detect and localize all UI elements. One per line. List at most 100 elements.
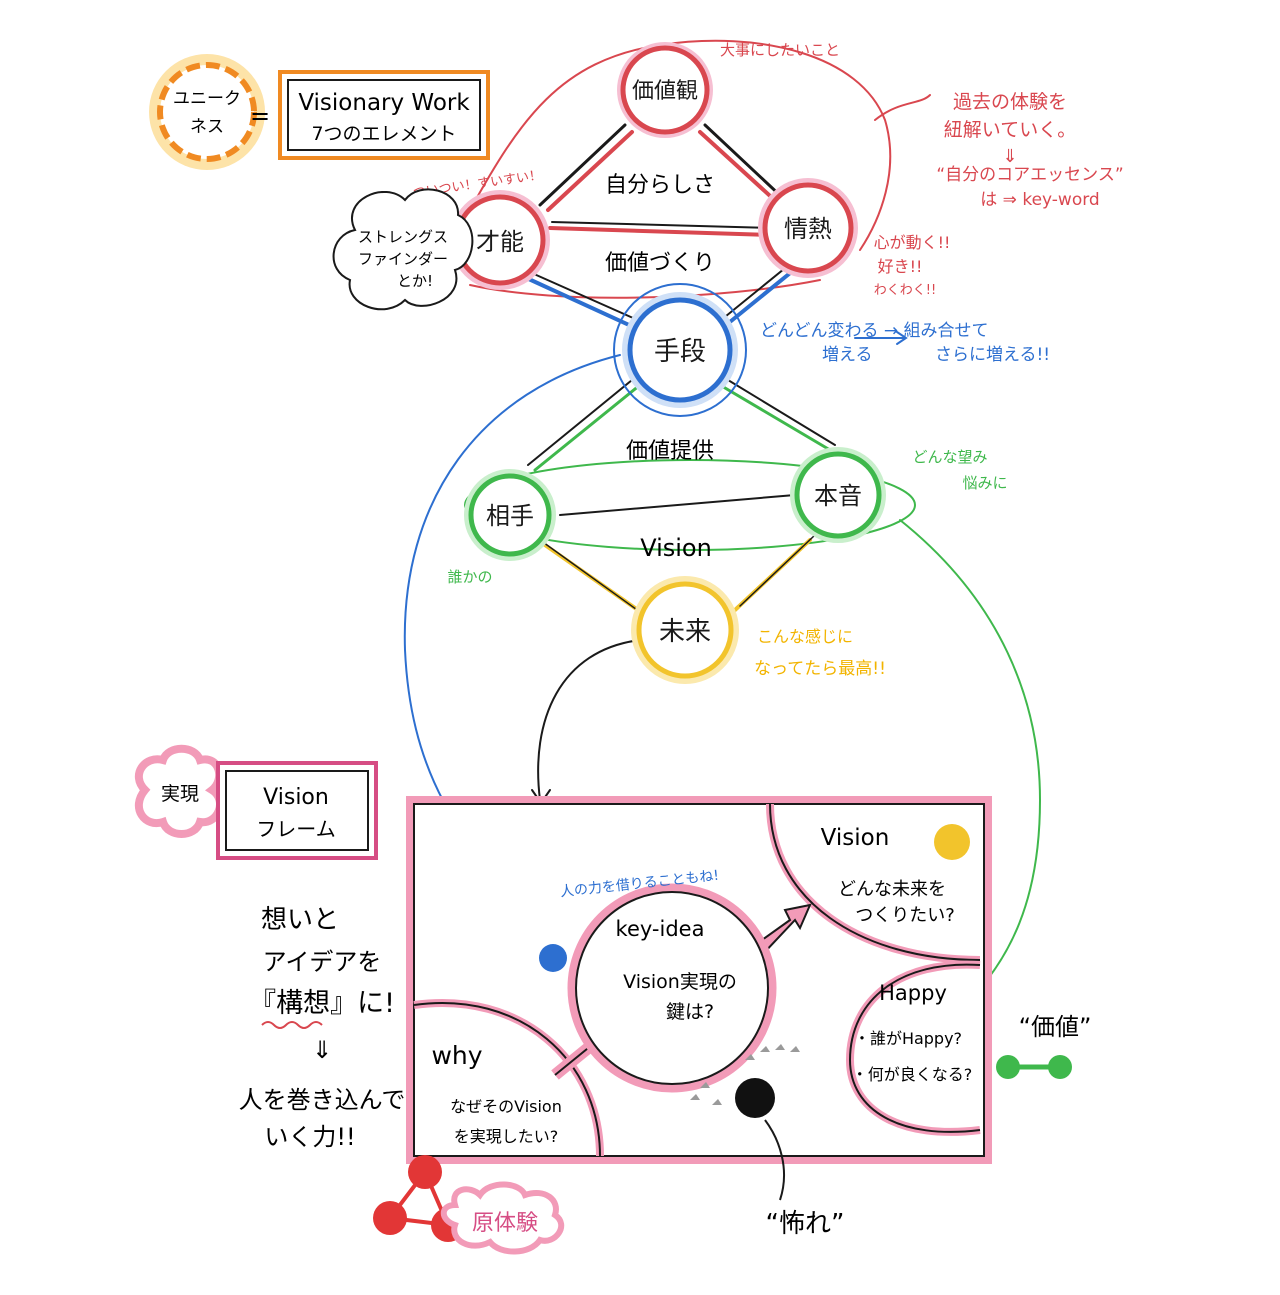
edge-means-truevoice-black: [727, 379, 836, 446]
key-idea-title: key-idea: [616, 917, 705, 941]
node-future-label: 未来: [659, 617, 711, 647]
strengths-line-1: ストレングス: [358, 228, 448, 246]
node-partner-label: 相手: [486, 502, 534, 530]
label-selfness: 自分らしさ: [605, 173, 715, 198]
edge-partner-future-black: [539, 539, 641, 613]
partner-note: 誰かの: [447, 568, 492, 586]
yellow-dot: [934, 824, 970, 860]
uniqueness-badge: ユニーク ネス: [149, 54, 265, 170]
visionary-work-title-box: Visionary Work 7つのエレメント: [278, 70, 490, 160]
realization-badge: 実現: [135, 744, 224, 838]
top-connectors: [464, 39, 916, 617]
left-notes: 想いと アイデアを 『構想』に! ⇓ 人を巻き込んで いく力!!: [239, 905, 406, 1151]
means-note-3: さらに増える!!: [935, 345, 1050, 365]
origin-cloud: [440, 1181, 565, 1255]
label-value-making: 価値づくり: [605, 251, 715, 276]
label-vision: Vision: [640, 534, 712, 562]
vision-quadrant-title: Vision: [821, 825, 890, 851]
uniqueness-line-1: ユニーク: [173, 89, 241, 109]
node-passion: 情熱: [758, 178, 858, 278]
fear-marks: [690, 1044, 800, 1105]
past-note-connector: [874, 94, 931, 121]
vision-frame-title: Vision: [263, 785, 329, 810]
why-q1: なぜそのVision: [450, 1097, 562, 1116]
edge-passion-means-black: [714, 259, 796, 326]
future-note-2: なってたら最高!!: [754, 659, 886, 679]
edge-means-partner: [533, 383, 642, 472]
realization-badge-label: 実現: [161, 783, 199, 805]
green-flow-arrow: [899, 519, 1042, 1006]
past-arrow-down: ⇓: [1002, 146, 1017, 167]
equals-sign: =: [250, 102, 270, 130]
edge-values-passion-red: [698, 130, 782, 207]
vision-frame: Vision どんな未来を つくりたい? Happy ・誰がHappy? ・何が…: [406, 796, 992, 1201]
passion-note-3: わくわく!!: [874, 283, 936, 298]
node-means-label: 手段: [654, 337, 706, 367]
true-voice-note-1: どんな望み: [912, 448, 987, 466]
squiggle-underline: [261, 1021, 323, 1029]
core-essence-2: は ⇒ key-word: [980, 190, 1099, 210]
node-passion-label: 情熱: [784, 215, 832, 243]
origin-experience: 原体験: [373, 1155, 565, 1255]
means-note-2: 増える: [822, 345, 873, 365]
means-note-1: どんどん変わる → 組み合せて: [760, 321, 989, 341]
edge-talent-means: [518, 273, 642, 332]
seven-elements-subtitle: 7つのエレメント: [311, 123, 456, 145]
strengths-line-2: ファインダー: [358, 250, 448, 268]
edge-values-passion: [703, 123, 787, 202]
value-marker: “価値”: [996, 1013, 1091, 1079]
visionary-work-title: Visionary Work: [298, 90, 470, 116]
strengths-line-3: とか!: [397, 272, 433, 290]
node-talent-label: 才能: [476, 228, 524, 256]
label-value-providing: 価値提供: [626, 439, 714, 464]
passion-note-1: 心が動く!!: [874, 233, 951, 252]
vision-frame-title-box: Vision フレーム: [216, 761, 378, 860]
value-label: “価値”: [1019, 1013, 1092, 1041]
edge-talent-passion: [548, 226, 772, 237]
means-to-note-head: [896, 331, 908, 345]
left-note-2: アイデアを: [263, 948, 382, 976]
core-essence-1: “自分のコアエッセンス”: [936, 165, 1123, 185]
node-values: 価値観: [617, 42, 713, 138]
why-title: why: [431, 1041, 482, 1070]
edge-values-talent: [538, 123, 627, 207]
uniqueness-line-2: ネス: [190, 117, 224, 137]
key-idea-q1: Vision実現の: [623, 971, 737, 993]
edge-means-truevoice: [718, 383, 832, 452]
node-means: 手段: [613, 283, 747, 417]
vision-frame-subtitle: フレーム: [256, 817, 335, 841]
node-true-voice-label: 本音: [814, 482, 862, 510]
values-note: 大事にしたいこと: [720, 41, 840, 59]
green-loop: [464, 459, 916, 551]
fear-label: “怖れ”: [766, 1209, 845, 1239]
blue-dot: [539, 944, 567, 972]
edge-partner-truevoice: [559, 494, 796, 516]
frame-outer-line: [413, 803, 985, 1157]
future-note-1: こんな感じに: [757, 627, 853, 646]
strengths-cloud-shape: [332, 188, 474, 311]
node-talent: 才能: [450, 190, 550, 290]
left-note-3: 『構想』に!: [249, 988, 395, 1019]
origin-experience-label: 原体験: [472, 1211, 538, 1236]
edge-values-talent-red: [546, 130, 634, 212]
left-note-arrow: ⇓: [312, 1036, 332, 1064]
past-experience-2: 紐解いていく。: [944, 119, 1076, 141]
curve-top-red: [469, 39, 892, 251]
happy-q1: ・誰がHappy?: [854, 1029, 962, 1048]
edge-means-partner-black: [527, 379, 633, 466]
why-q2: を実現したい?: [454, 1127, 559, 1146]
edge-passion-means: [718, 263, 802, 332]
edge-talent-passion-black: [551, 221, 771, 229]
vision-quadrant-q1: どんな未来を: [838, 879, 946, 900]
vision-quadrant-q2: つくりたい?: [855, 905, 955, 926]
happy-title: Happy: [879, 981, 947, 1005]
left-note-4: 人を巻き込んで: [239, 1086, 406, 1114]
passion-note-2: 好き!!: [878, 257, 923, 276]
node-partner: 相手: [464, 469, 556, 561]
node-true-voice: 本音: [790, 447, 886, 543]
key-idea-q2: 鍵は?: [666, 1001, 714, 1023]
edge-talent-means-black: [524, 269, 643, 323]
key-idea-circle: [567, 883, 777, 1093]
